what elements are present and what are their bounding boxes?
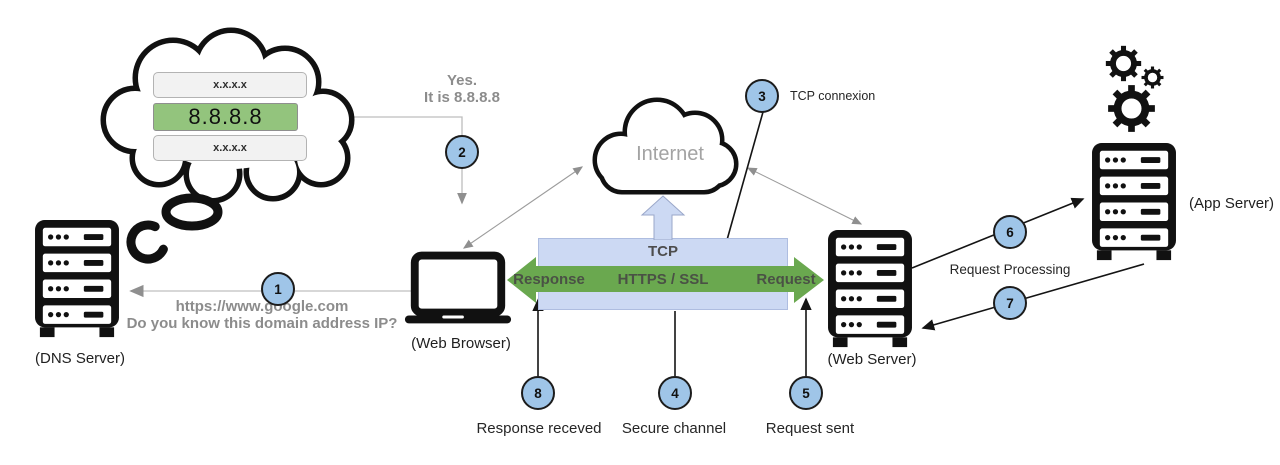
step-circle-2: 2: [445, 135, 479, 169]
web-server-icon: [826, 228, 914, 351]
gear-icon-1: [1105, 45, 1142, 82]
request-arrow-label: Request: [756, 271, 816, 288]
dns-answer-line1: Yes.: [446, 72, 478, 89]
dns-query-text: https://www.google.com Do you know this …: [112, 298, 412, 332]
web-browser-icon: [401, 251, 515, 325]
line-internet-webserver: [746, 167, 863, 225]
step3-label: TCP connexion: [790, 89, 876, 103]
web-server-label: (Web Server): [827, 351, 917, 368]
app-server-icon: [1090, 141, 1178, 264]
ip-row-1: x.x.x.x: [153, 72, 307, 98]
tcp-box-title: TCP: [648, 243, 678, 260]
internet-label: Internet: [636, 143, 704, 165]
line-appserver-webserver: [921, 263, 1145, 331]
dns-server-label: (DNS Server): [35, 350, 126, 367]
gear-icon-3: [1107, 84, 1156, 133]
step-circle-8: 8: [521, 376, 555, 410]
step-circle-4: 4: [658, 376, 692, 410]
line-browser-internet: [462, 166, 584, 249]
https-ssl-label: HTTPS / SSL: [617, 271, 709, 288]
app-server-label: (App Server): [1189, 195, 1275, 212]
dns-answer-text: Yes. It is 8.8.8.8: [392, 72, 532, 106]
step-circle-7: 7: [993, 286, 1027, 320]
dns-query-line1: https://www.google.com: [175, 298, 349, 315]
ip-row-3: x.x.x.x: [153, 135, 307, 161]
step-circle-3: 3: [745, 79, 779, 113]
internet-cloud-icon: [592, 97, 739, 195]
step4-label: Secure channel: [621, 420, 727, 437]
step-circle-1: 1: [261, 272, 295, 306]
tcp-up-arrow: [640, 195, 686, 240]
dns-server-icon: [33, 218, 121, 341]
response-arrow-label: Response: [513, 271, 585, 288]
thought-bubble-large: [161, 193, 223, 231]
https-ssl-arrow: [507, 257, 824, 303]
line-step3-callout: [726, 111, 764, 241]
ip-row-highlighted: 8.8.8.8: [153, 103, 298, 131]
dns-query-line2: Do you know this domain address IP?: [126, 315, 398, 332]
thought-bubble-small: [126, 220, 168, 264]
step-circle-5: 5: [789, 376, 823, 410]
step-circle-6: 6: [993, 215, 1027, 249]
step5-label: Request sent: [765, 420, 855, 437]
web-browser-label: (Web Browser): [411, 335, 511, 352]
step8-label: Response receved: [476, 420, 602, 437]
dns-answer-line2: It is 8.8.8.8: [424, 89, 500, 106]
request-processing-label: Request Processing: [949, 262, 1071, 277]
